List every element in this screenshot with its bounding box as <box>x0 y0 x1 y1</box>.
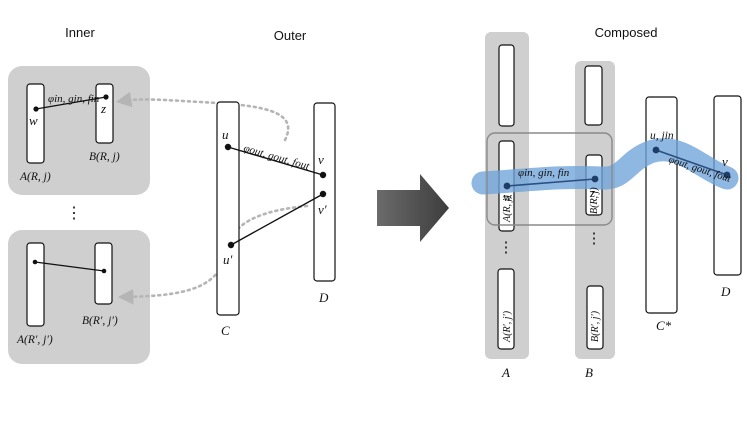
composed-d-label: D <box>720 284 731 299</box>
composed-diagram: φin, gin, fin φout, gout, fout w z u, ji… <box>471 32 742 380</box>
inner-top-edge <box>35 96 107 110</box>
inner-top-a-label: A(R, j) <box>19 171 51 183</box>
inner-top-b-box <box>95 83 114 144</box>
outer-c-box <box>216 101 240 316</box>
composed-a-box-bottom <box>497 268 515 350</box>
inner-bottom-a-label: A(R′, j′) <box>16 334 53 346</box>
composed-node-z-dot <box>591 175 599 183</box>
node-w-dot <box>33 106 39 112</box>
node-z-label: z <box>100 101 106 116</box>
node-vprime-dot <box>319 190 327 198</box>
composed-node-w-dot <box>503 182 511 190</box>
node-u-label: u <box>222 127 229 142</box>
composed-b-bottom-label: B(R′, j′) <box>590 310 601 342</box>
node-uprime-dot <box>227 241 235 249</box>
outer-edge-label: φout, gout, fout <box>242 142 311 172</box>
composed-edge-inner <box>506 178 596 187</box>
inner-title: Inner <box>65 25 95 40</box>
node-v-label: v <box>318 152 324 167</box>
inner-bottom-a-box <box>26 242 45 327</box>
node-v-dot <box>319 171 327 179</box>
inner-top-panel: φin, gin, fin w z A(R, j) B(R, j) <box>8 66 150 195</box>
composed-node-v-label: v <box>722 154 728 169</box>
outer-diagram: u v v′ u′ φout, gout, fout C D <box>115 91 336 338</box>
node-u-dot <box>224 143 232 151</box>
dotted-arrow-top <box>115 91 290 142</box>
node-w-label: w <box>29 113 38 128</box>
inner-bottom-panel: A(R′, j′) B(R′, j′) <box>8 230 150 364</box>
node-uprime-label: u′ <box>223 252 233 267</box>
composed-b-box-bottom <box>586 285 604 350</box>
composed-edge-outer <box>655 149 728 176</box>
inner-bottom-dot-a <box>32 259 38 265</box>
composed-a-box-top <box>498 44 515 127</box>
highlight-path <box>471 138 739 195</box>
inner-bottom-edge <box>34 261 105 272</box>
composed-b-ellipsis: ⋮ <box>587 229 602 247</box>
composed-edge-inner-label: φin, gin, fin <box>518 167 570 179</box>
composed-a-bottom-label: A(R′, j′) <box>502 310 513 343</box>
outer-c-label: C <box>221 323 230 338</box>
outer-edge-top <box>227 146 324 176</box>
inner-top-edge-label: φin, gin, fin <box>48 93 100 105</box>
composed-node-u-label: u, jin <box>650 130 674 142</box>
inner-top-a-box <box>26 83 45 164</box>
composed-b-mid-label: B(R, j) <box>589 187 600 214</box>
composed-a-ellipsis: ⋮ <box>499 238 514 256</box>
composed-a-mid-label: A(R, j) <box>502 195 513 223</box>
compose-arrow <box>377 174 449 242</box>
composed-node-z-label: z <box>589 185 595 200</box>
composed-node-v-dot <box>723 171 731 179</box>
composed-cstar-label: C* <box>656 318 672 333</box>
inner-bottom-b-label: B(R′, j′) <box>82 315 118 327</box>
composed-inner-group <box>486 132 613 226</box>
outer-d-label: D <box>318 290 329 305</box>
node-vprime-label: v′ <box>318 202 327 217</box>
inner-bottom-dot-b <box>101 268 107 274</box>
composed-node-u-dot <box>652 146 660 154</box>
composed-b-label: B <box>585 365 593 380</box>
composed-a-label: A <box>501 365 510 380</box>
outer-title: Outer <box>274 28 307 43</box>
inner-top-b-label: B(R, j) <box>89 151 120 163</box>
outer-edge-bottom <box>230 193 324 246</box>
composed-node-w-label: w <box>503 189 512 204</box>
inner-ellipsis: ⋮ <box>66 203 82 222</box>
dotted-arrow-bottom <box>117 204 309 305</box>
node-z-dot <box>103 94 109 100</box>
composed-b-box-top <box>584 65 603 126</box>
inner-bottom-b-box <box>94 242 113 305</box>
composed-title: Composed <box>595 25 658 40</box>
